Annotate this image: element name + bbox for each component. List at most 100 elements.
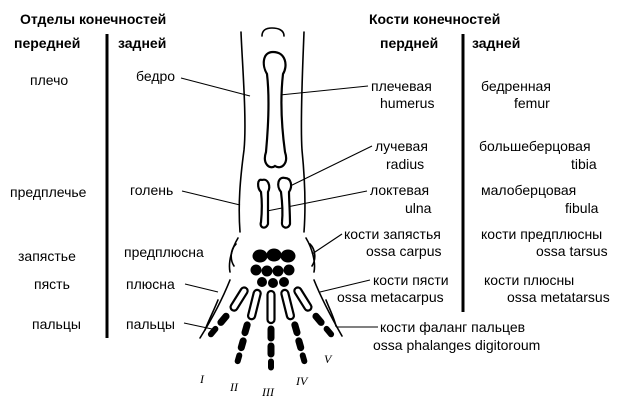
phalanx-bone <box>267 325 275 342</box>
bone-femur-ru: бедренная <box>481 78 551 94</box>
bone-tarsus-ru: кости предплюсны <box>481 226 602 242</box>
carpal-bone <box>272 265 284 277</box>
metacarpal-bones <box>229 286 313 325</box>
phalanx-bone <box>234 352 243 365</box>
leader-toes <box>183 322 213 330</box>
digit-label-4: IV <box>295 374 309 388</box>
bone-radius-lat: radius <box>386 156 424 172</box>
carpal-bone <box>257 277 267 287</box>
bone-metatarsus-lat: ossa metatarsus <box>507 289 610 305</box>
region-front-forearm: предплечье <box>10 184 87 200</box>
phalanx-bone <box>295 337 305 352</box>
left-header-title: Отделы конечностей <box>20 11 166 27</box>
region-hind-toes: пальцы <box>126 316 175 332</box>
bone-humerus-lat: humerus <box>380 95 434 111</box>
ulna-bone <box>257 178 271 229</box>
humerus-bone <box>262 50 288 169</box>
wrist-outline-right <box>305 237 316 273</box>
phalanx-bone <box>291 321 301 337</box>
limb-outline-left <box>238 31 246 233</box>
bone-carpus-ru: кости запястья <box>344 226 441 242</box>
digit-label-3: III <box>261 385 275 399</box>
region-front-metacarpus: пясть <box>34 276 70 292</box>
wrist-bracket-right <box>309 243 316 267</box>
leader-thigh <box>180 77 251 97</box>
bone-phalanges-ru: кости фаланг пальцев <box>380 319 525 335</box>
carpal-bone <box>280 249 296 263</box>
phalanx-bone <box>299 352 308 365</box>
phalanx-bone <box>207 325 219 338</box>
region-hind-tarsus: предплюсна <box>124 244 204 260</box>
bone-humerus-ru: плечевая <box>371 78 432 94</box>
metacarpal-bone <box>280 288 296 321</box>
carpal-bone <box>279 277 289 287</box>
phalanx-bone <box>267 342 275 358</box>
metacarpal-bone <box>229 286 249 312</box>
metacarpal-bone <box>266 289 276 325</box>
carpal-bones <box>250 248 296 288</box>
bone-metacarpus-ru: кости пясти <box>373 272 449 288</box>
right-header-col-front: пердней <box>380 35 438 51</box>
digit-outline <box>199 279 231 339</box>
bone-tarsus-lat: ossa tarsus <box>536 243 608 259</box>
leader-lines <box>180 77 378 330</box>
leader-radius <box>281 145 373 191</box>
phalanx-bone <box>312 312 325 326</box>
bone-radius-ru: лучевая <box>375 138 428 154</box>
region-hind-metatarsus: плюсна <box>126 276 175 292</box>
bone-fibula-ru: малоберцовая <box>481 182 576 198</box>
region-front-wrist: запястье <box>18 248 76 264</box>
radius-bone <box>277 176 293 229</box>
bone-metacarpus-lat: ossa metacarpus <box>337 289 444 305</box>
bone-ulna-lat: ulna <box>405 200 432 216</box>
metacarpal-bone <box>293 286 313 312</box>
leader-shin <box>181 190 241 206</box>
phalanx-bones <box>207 312 335 371</box>
digit-label-1: I <box>199 372 205 386</box>
region-hind-shin: голень <box>130 182 173 198</box>
bone-tibia-lat: tibia <box>571 156 597 172</box>
region-hind-thigh: бедро <box>136 68 175 84</box>
digit-outline <box>313 279 343 337</box>
bone-phalanges-lat: ossa phalanges digitoroum <box>373 337 540 353</box>
limb-outline-right <box>300 31 306 233</box>
digit-outline <box>204 299 219 331</box>
right-header-col-hind: задней <box>472 35 520 51</box>
leader-metatarsus <box>184 283 219 293</box>
bone-metatarsus-ru: кости плюсны <box>484 272 574 288</box>
phalanx-bone <box>323 325 335 338</box>
phalanx-bone <box>217 312 230 326</box>
bone-tibia-ru: большеберцовая <box>479 138 591 154</box>
digit-label-2: II <box>229 380 239 394</box>
carpal-bone <box>266 248 282 262</box>
right-header-title: Кости конечностей <box>369 11 500 27</box>
bone-carpus-lat: ossa carpus <box>366 243 441 259</box>
digit-outline <box>325 299 337 327</box>
region-front-fingers: пальцы <box>32 316 81 332</box>
left-header-col-hind: задней <box>118 35 166 51</box>
phalanx-bone <box>237 337 247 352</box>
leader-humerus <box>279 85 369 96</box>
bone-fibula-lat: fibula <box>565 200 599 216</box>
bone-ulna-ru: локтевая <box>370 182 429 198</box>
left-header-col-front: передней <box>14 35 80 51</box>
limb-outline-top <box>261 27 285 37</box>
wrist-bracket-left <box>230 243 237 267</box>
phalanx-bone <box>241 321 251 337</box>
leader-ulna <box>261 190 368 213</box>
carpal-bone <box>268 278 278 288</box>
carpal-bone <box>252 249 268 263</box>
limb-drawing <box>199 27 343 371</box>
digit-label-5: V <box>324 352 333 366</box>
phalanx-bone <box>268 358 274 371</box>
leader-carpus <box>311 233 343 255</box>
region-front-shoulder: плечо <box>30 72 68 88</box>
bone-femur-lat: femur <box>514 95 550 111</box>
carpal-bone <box>261 265 273 277</box>
metacarpal-bone <box>246 288 262 321</box>
leader-metacarpus <box>319 279 371 293</box>
carpal-bone <box>250 264 262 276</box>
carpal-bone <box>283 264 295 276</box>
